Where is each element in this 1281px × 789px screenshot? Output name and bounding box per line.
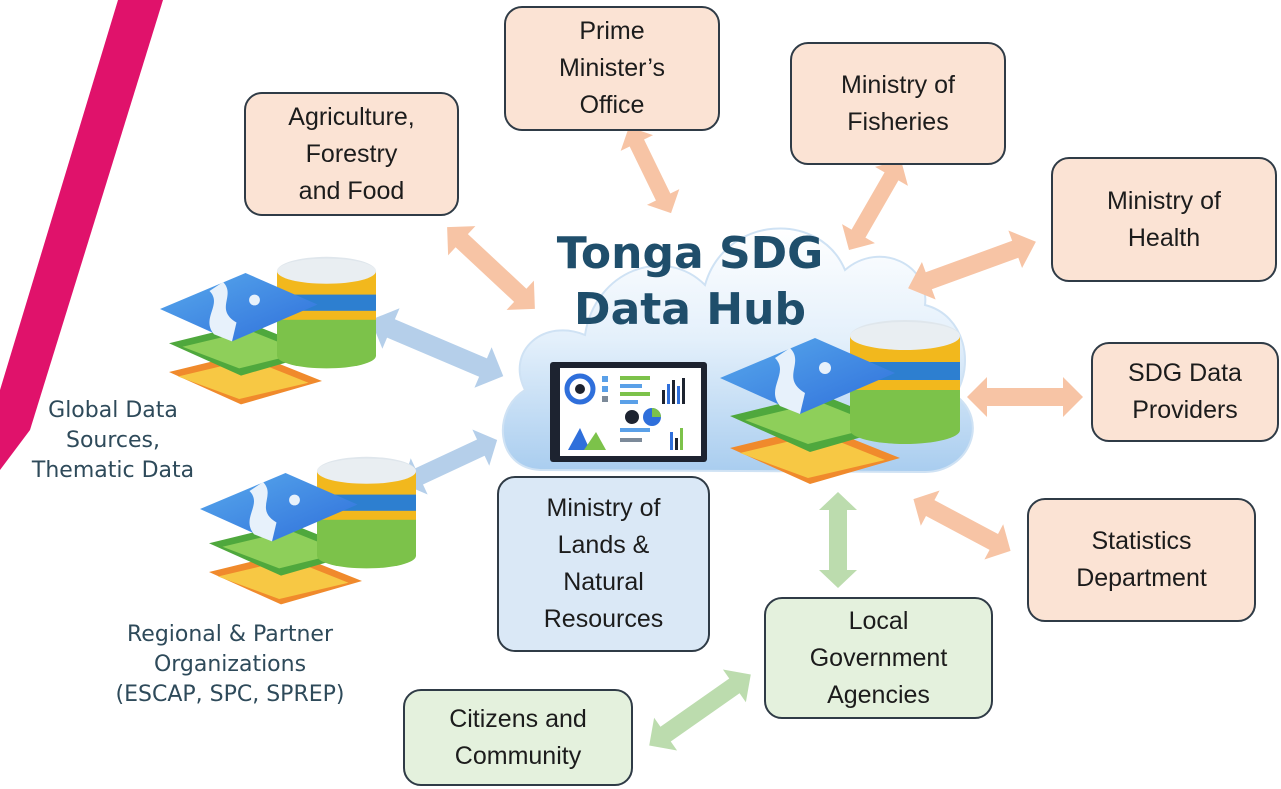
node-ministry-of-fisheries-label: Ministry of Fisheries xyxy=(841,70,955,136)
node-prime-minister-office: Prime Minister’s Office xyxy=(504,6,720,131)
arrow-sdg-providers xyxy=(967,377,1083,417)
node-statistics-department-label: Statistics Department xyxy=(1076,527,1207,592)
arrow-statistics xyxy=(913,490,1011,560)
hub-title-line1: Tonga SDG xyxy=(556,228,824,279)
node-sdg-data-providers-label: SDG Data Providers xyxy=(1128,359,1242,424)
node-agriculture-forestry-food-label: Agriculture, Forestry and Food xyxy=(288,102,415,205)
node-ministry-of-fisheries: Ministry of Fisheries xyxy=(790,42,1006,165)
node-ministry-of-lands: Ministry of Lands & Natural Resources xyxy=(497,476,710,652)
arrow-global-sources xyxy=(370,308,504,388)
arrow-regional xyxy=(402,429,498,495)
node-sdg-data-providers: SDG Data Providers xyxy=(1091,342,1279,442)
data-layers-database-icon xyxy=(720,320,960,484)
label-regional-partner-organizations: Regional & Partner Organizations (ESCAP,… xyxy=(92,620,368,710)
arrow-local-government xyxy=(819,492,857,588)
node-citizens-and-community: Citizens and Community xyxy=(403,689,633,786)
label-global-data-sources: Global Data Sources, Thematic Data xyxy=(8,396,218,486)
node-local-government-agencies-label: Local Government Agencies xyxy=(809,606,948,709)
arrow-fisheries xyxy=(842,159,908,251)
node-local-government-agencies: Local Government Agencies xyxy=(764,597,993,719)
arrow-health xyxy=(908,230,1036,300)
node-statistics-department: Statistics Department xyxy=(1027,498,1256,622)
node-ministry-of-health-label: Ministry of Health xyxy=(1107,186,1221,252)
data-layers-database-icon-global xyxy=(160,256,376,405)
hub-title-line2: Data Hub xyxy=(574,284,806,335)
arrows xyxy=(370,126,1083,751)
arrow-citizens xyxy=(649,669,751,751)
hub-title: Tonga SDG Data Hub xyxy=(520,226,860,338)
node-ministry-of-health: Ministry of Health xyxy=(1051,157,1277,282)
arrow-prime-minister xyxy=(620,126,680,214)
label-regional-partner-organizations-text: Regional & Partner Organizations (ESCAP,… xyxy=(115,622,345,707)
node-citizens-and-community-label: Citizens and Community xyxy=(449,704,587,770)
dashboard-icon xyxy=(550,362,707,462)
data-layers-database-icon-regional xyxy=(200,456,416,605)
node-prime-minister-office-label: Prime Minister’s Office xyxy=(558,17,666,119)
label-global-data-sources-text: Global Data Sources, Thematic Data xyxy=(31,398,195,483)
node-agriculture-forestry-food: Agriculture, Forestry and Food xyxy=(244,92,459,216)
accent-stripe xyxy=(0,0,163,470)
arrow-agriculture xyxy=(447,226,535,310)
node-ministry-of-lands-label: Ministry of Lands & Natural Resources xyxy=(543,494,664,633)
